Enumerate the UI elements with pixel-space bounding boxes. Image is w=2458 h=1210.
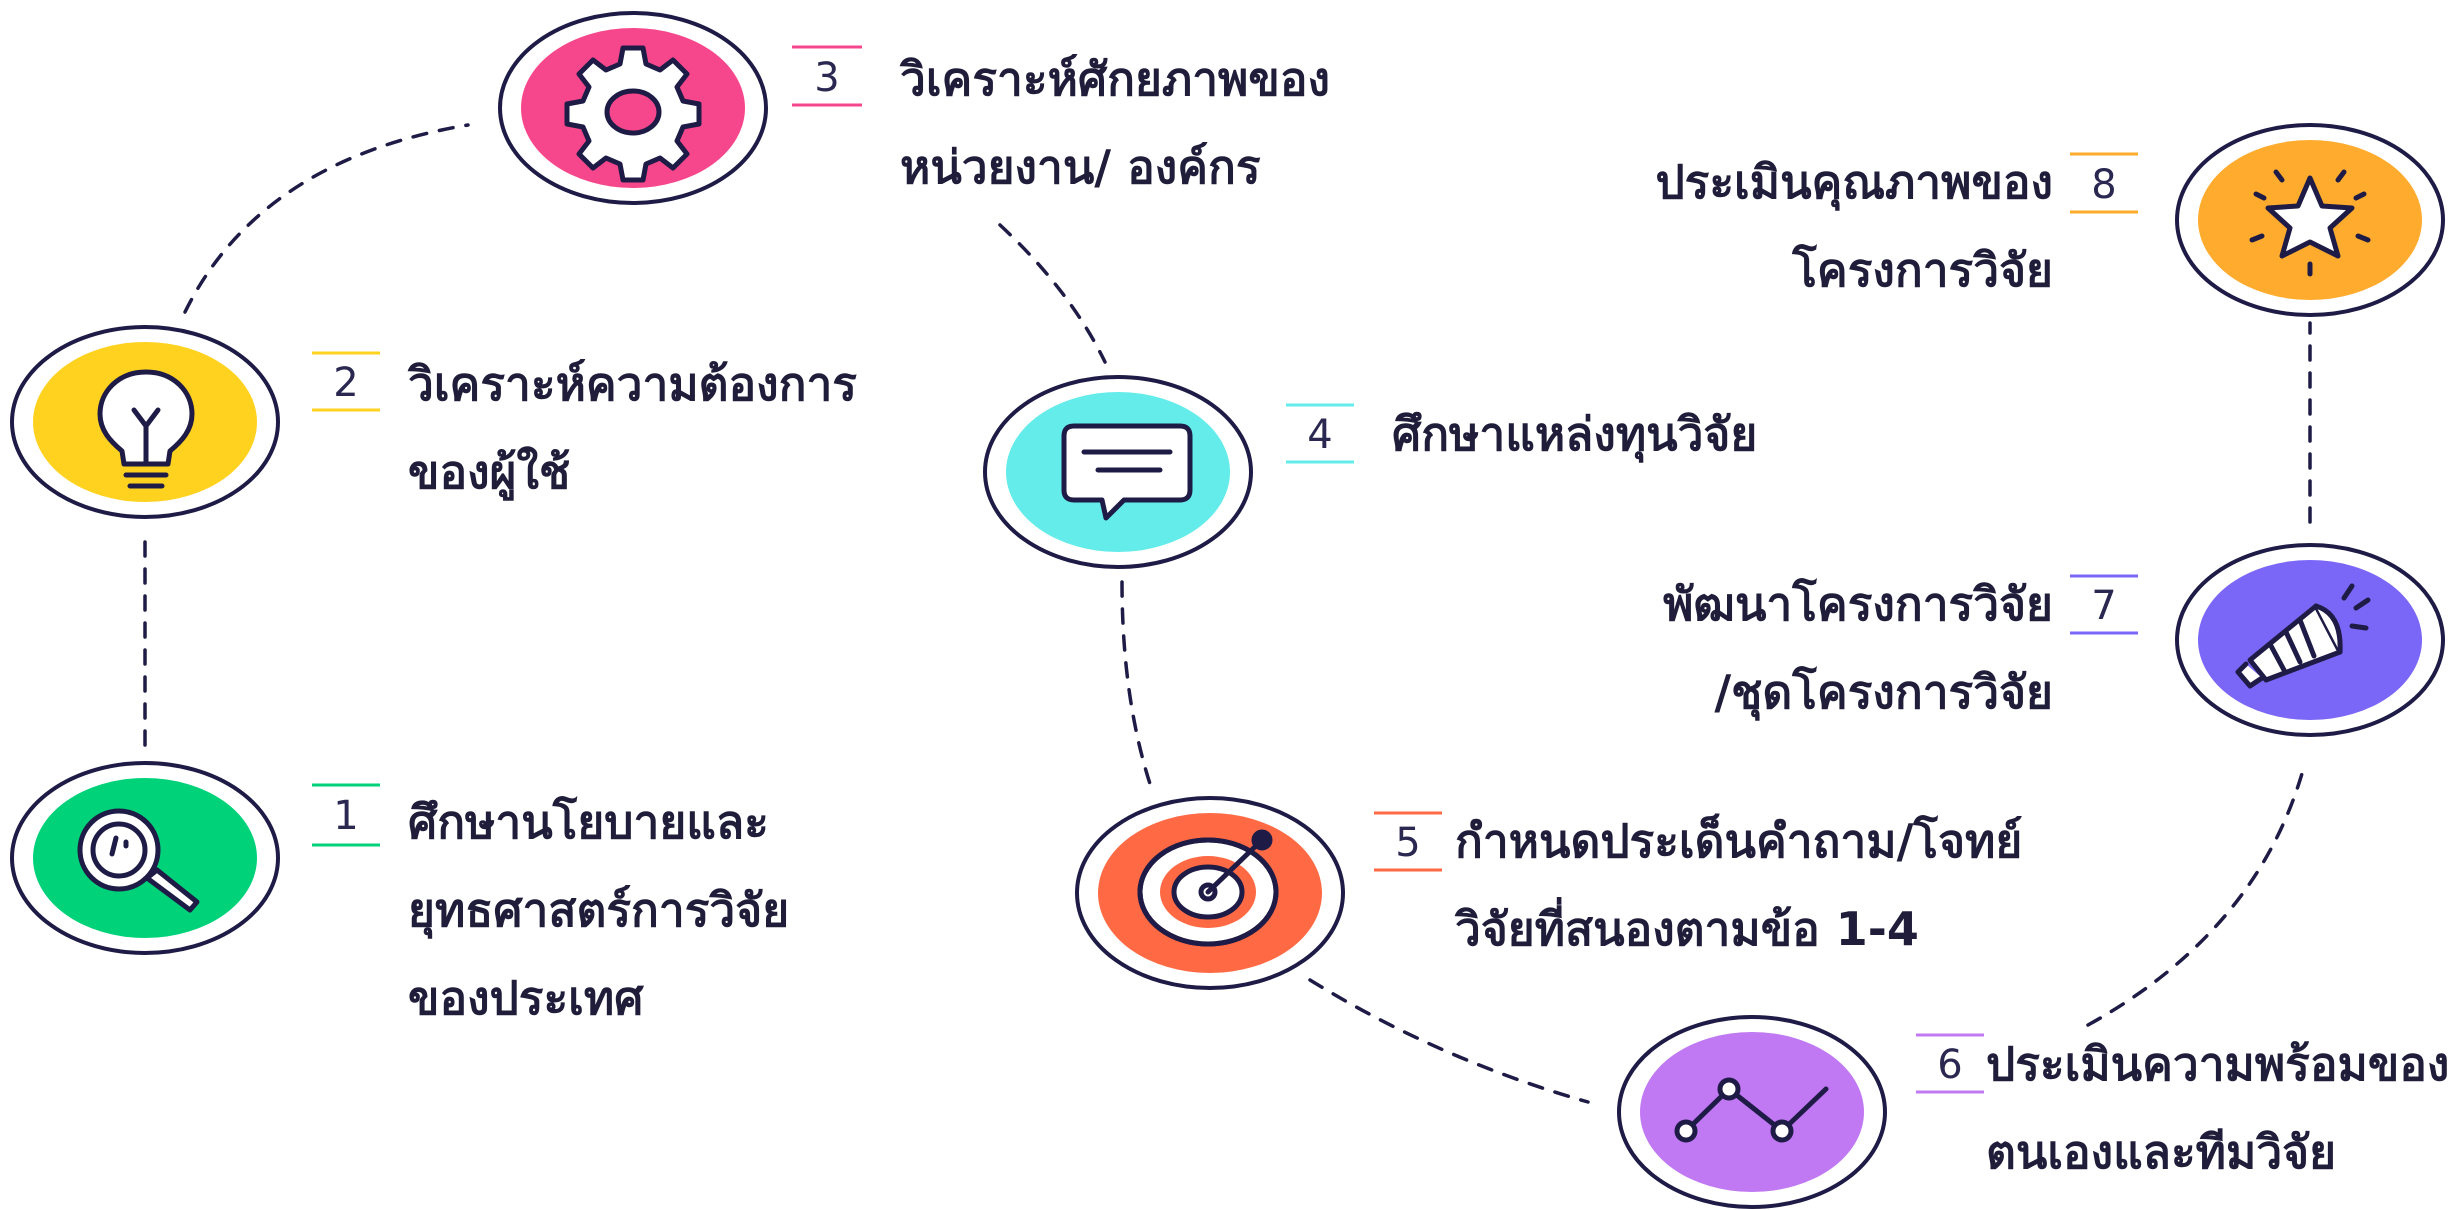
step-1-line-3: ของประเทศ (408, 971, 644, 1025)
badge-3: 3 (792, 45, 862, 107)
badge-6: 6 (1916, 1033, 1984, 1094)
step-5-line-1: กำหนดประเด็นคำถาม/โจทย์ (1455, 814, 2023, 868)
badge-5: 5 (1374, 811, 1442, 872)
step-1-line-1: ศึกษานโยบายและ (408, 795, 769, 849)
badge-7: 7 (2070, 574, 2138, 635)
step-3-line-2: หน่วยงาน/ องค์กร (900, 140, 1261, 194)
step-2-node (10, 325, 280, 519)
connector-3-4 (998, 223, 1107, 364)
step-number-8: 8 (2091, 162, 2116, 208)
step-7-line-1: พัฒนาโครงการวิจัย (1663, 577, 2053, 631)
megaphone-icon (2235, 583, 2371, 689)
step-5-node (1075, 796, 1345, 990)
step-6-line-2: ตนเองและทีมวิจัย (1986, 1125, 2337, 1179)
step-1-label: ศึกษานโยบายและ ยุทธศาสตร์การวิจัย ของประ… (408, 778, 789, 1042)
connector-6-7 (2086, 761, 2307, 1027)
step-5-label: กำหนดประเด็นคำถาม/โจทย์ วิจัยที่สนองตามข… (1455, 797, 2022, 973)
step-number-1: 1 (333, 793, 358, 839)
step-number-2: 2 (333, 360, 358, 406)
step-7-label: พัฒนาโครงการวิจัย /ชุดโครงการวิจัย (1663, 560, 2053, 736)
step-7-node (2175, 543, 2445, 737)
connector-2-3 (183, 123, 470, 314)
step-2-line-1: วิเคราะห์ความต้องการ (408, 357, 857, 411)
chat-bubble-icon (1061, 423, 1193, 521)
step-2-label: วิเคราะห์ความต้องการ ของผู้ใช้ (408, 340, 857, 516)
step-number-3: 3 (814, 55, 839, 101)
magnifier-icon (77, 808, 200, 913)
step-3-line-1: วิเคราะห์ศักยภาพของ (900, 52, 1330, 106)
star-icon (2249, 169, 2371, 277)
step-6-label: ประเมินความพร้อมของ ตนเองและทีมวิจัย (1986, 1020, 2449, 1196)
connector-5-6 (1308, 978, 1590, 1104)
step-6-node (1617, 1015, 1887, 1209)
connectors (143, 123, 2312, 1104)
badge-8: 8 (2070, 152, 2138, 214)
step-4-line-1: ศึกษาแหล่งทุนวิจัย (1392, 407, 1758, 461)
step-7-line-2: /ชุดโครงการวิจัย (1714, 665, 2053, 719)
step-number-6: 6 (1937, 1042, 1962, 1088)
line-graph-icon (1674, 1077, 1829, 1143)
badge-1: 1 (312, 783, 380, 847)
step-3-node (498, 11, 768, 205)
step-1-node (10, 761, 280, 955)
step-3-label: วิเคราะห์ศักยภาพของ หน่วยงาน/ องค์กร (900, 35, 1330, 211)
step-6-circle (1640, 1032, 1864, 1192)
number-badges: 1 2 3 4 5 6 7 (312, 45, 2138, 1094)
step-5-line-2: วิจัยที่สนองตามข้อ 1-4 (1455, 902, 1919, 956)
step-4-label: ศึกษาแหล่งทุนวิจัย (1392, 390, 1757, 478)
lightbulb-icon (97, 369, 195, 489)
step-number-7: 7 (2091, 583, 2116, 629)
badge-2: 2 (312, 351, 380, 412)
step-8-node (2175, 123, 2445, 317)
step-8-line-1: ประเมินคุณภาพของ (1655, 155, 2053, 209)
step-8-label: ประเมินคุณภาพของ โครงการวิจัย (1655, 138, 2053, 314)
step-4-node (983, 375, 1253, 569)
step-2-line-2: ของผู้ใช้ (408, 445, 571, 499)
target-icon (1137, 829, 1279, 947)
connector-4-5 (1120, 580, 1154, 792)
step-number-5: 5 (1395, 820, 1420, 866)
step-8-line-2: โครงการวิจัย (1792, 243, 2053, 297)
step-6-line-1: ประเมินความพร้อมของ (1986, 1037, 2450, 1091)
step-number-4: 4 (1307, 412, 1332, 458)
step-1-line-2: ยุทธศาสตร์การวิจัย (408, 883, 790, 937)
gear-icon (564, 45, 702, 183)
badge-4: 4 (1286, 403, 1354, 464)
